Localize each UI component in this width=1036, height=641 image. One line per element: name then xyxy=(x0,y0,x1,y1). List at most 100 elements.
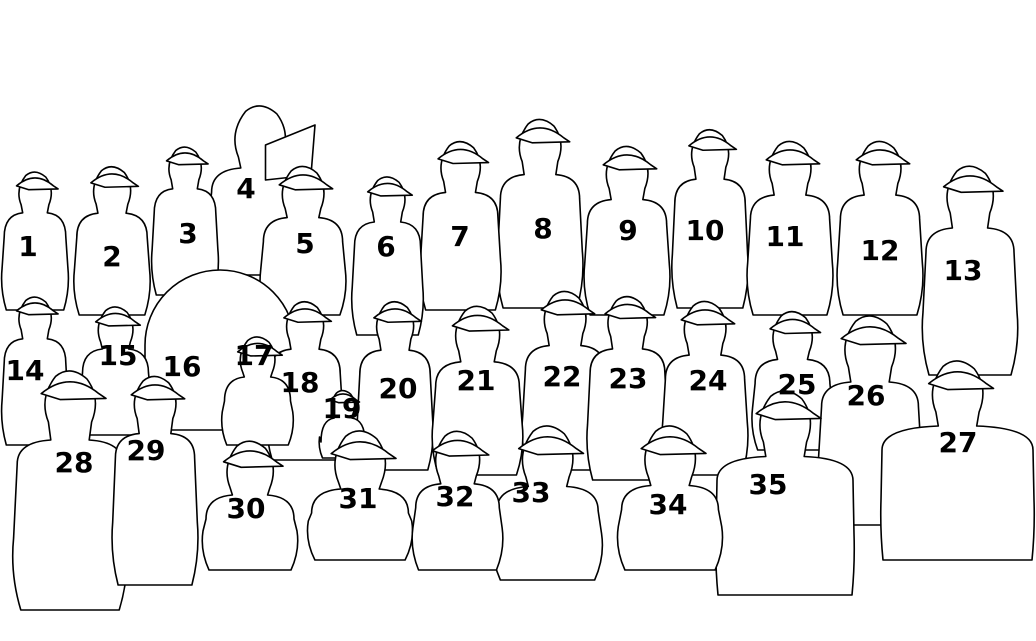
cap-outline xyxy=(927,371,995,391)
cap-outline xyxy=(688,136,738,152)
person-silhouette-11 xyxy=(746,140,834,316)
cap-outline xyxy=(769,318,822,335)
cap-outline xyxy=(130,384,186,401)
cap-outline xyxy=(222,450,284,469)
person-silhouette-32 xyxy=(411,430,504,571)
silhouette-outline xyxy=(879,360,1036,561)
cap-outline xyxy=(329,393,361,404)
cap-outline xyxy=(94,312,142,327)
cap-outline xyxy=(602,154,658,171)
person-number-7: 7 xyxy=(450,220,469,253)
person-silhouette-5 xyxy=(259,165,347,316)
person-silhouette-29 xyxy=(111,375,199,586)
person-number-32: 32 xyxy=(436,480,475,513)
silhouette-outline xyxy=(671,129,749,309)
silhouette-outline xyxy=(150,146,220,296)
person-silhouette-6 xyxy=(350,176,425,336)
cap-outline xyxy=(283,308,333,324)
person-silhouette-31 xyxy=(306,430,414,561)
person-number-26: 26 xyxy=(847,379,886,412)
silhouette-outline xyxy=(0,171,70,311)
person-number-15: 15 xyxy=(99,339,138,372)
person-number-20: 20 xyxy=(379,372,418,405)
silhouettes xyxy=(0,105,1036,611)
cap-outline xyxy=(451,314,510,332)
person-silhouette-2 xyxy=(73,166,151,316)
cap-outline xyxy=(855,149,911,166)
cap-outline xyxy=(373,308,423,324)
person-number-3: 3 xyxy=(178,217,197,250)
person-number-29: 29 xyxy=(127,434,166,467)
silhouette-outline xyxy=(259,165,347,316)
silhouette-outline xyxy=(616,425,724,571)
person-number-19: 19 xyxy=(323,392,362,425)
person-silhouette-12 xyxy=(836,140,924,316)
silhouette-outline xyxy=(111,375,199,586)
person-number-16: 16 xyxy=(163,350,202,383)
cap-outline xyxy=(431,439,490,457)
person-number-22: 22 xyxy=(543,360,582,393)
cap-outline xyxy=(90,173,140,189)
person-number-1: 1 xyxy=(18,230,37,263)
person-silhouette-9 xyxy=(583,145,671,316)
person-silhouette-3 xyxy=(150,146,220,296)
person-number-27: 27 xyxy=(939,426,978,459)
cap-outline xyxy=(278,174,334,191)
person-number-5: 5 xyxy=(295,227,314,260)
cap-outline xyxy=(330,441,397,461)
person-silhouette-22 xyxy=(521,290,609,471)
cap-outline xyxy=(942,175,1004,194)
silhouette-outline xyxy=(201,440,299,571)
person-number-30: 30 xyxy=(227,492,266,525)
silhouette-outline xyxy=(746,140,834,316)
person-number-35: 35 xyxy=(749,468,788,501)
person-number-8: 8 xyxy=(533,212,552,245)
cap-outline xyxy=(755,401,822,421)
person-silhouette-23 xyxy=(586,295,669,481)
cap-outline xyxy=(640,436,707,456)
cap-outline xyxy=(765,149,821,166)
person-number-10: 10 xyxy=(686,214,725,247)
cap-outline xyxy=(366,182,414,197)
person-number-28: 28 xyxy=(55,446,94,479)
person-silhouette-13 xyxy=(921,165,1019,376)
cap-outline xyxy=(40,381,107,401)
silhouette-outline xyxy=(350,176,425,336)
person-number-17: 17 xyxy=(235,339,274,372)
person-silhouette-27 xyxy=(879,360,1036,561)
person-number-2: 2 xyxy=(102,240,121,273)
cap-outline xyxy=(840,326,907,346)
person-number-21: 21 xyxy=(457,364,496,397)
person-number-18: 18 xyxy=(281,366,320,399)
silhouette-outline xyxy=(583,145,671,316)
silhouette-outline xyxy=(921,165,1019,376)
person-number-31: 31 xyxy=(339,482,378,515)
person-number-12: 12 xyxy=(861,234,900,267)
person-silhouette-10 xyxy=(671,129,749,309)
cap-outline xyxy=(604,303,657,320)
cap-outline xyxy=(236,342,284,357)
person-number-13: 13 xyxy=(944,254,983,287)
person-silhouette-34 xyxy=(616,425,724,571)
person-number-23: 23 xyxy=(609,362,648,395)
person-number-4: 4 xyxy=(236,172,255,205)
person-number-24: 24 xyxy=(689,364,728,397)
person-silhouette-1 xyxy=(0,171,70,311)
silhouette-outline xyxy=(836,140,924,316)
person-silhouette-20 xyxy=(356,301,434,471)
cap-outline xyxy=(680,309,736,326)
cap-outline xyxy=(437,148,490,165)
silhouette-outline xyxy=(586,295,669,481)
person-number-34: 34 xyxy=(649,488,688,521)
silhouette-outline xyxy=(356,301,434,471)
person-silhouette-17 xyxy=(220,336,295,446)
cap-outline xyxy=(165,152,209,166)
person-number-9: 9 xyxy=(618,214,637,247)
person-number-11: 11 xyxy=(766,220,805,253)
silhouette-outline xyxy=(306,430,414,561)
cap-outline xyxy=(540,299,596,316)
cap-outline xyxy=(515,127,571,144)
